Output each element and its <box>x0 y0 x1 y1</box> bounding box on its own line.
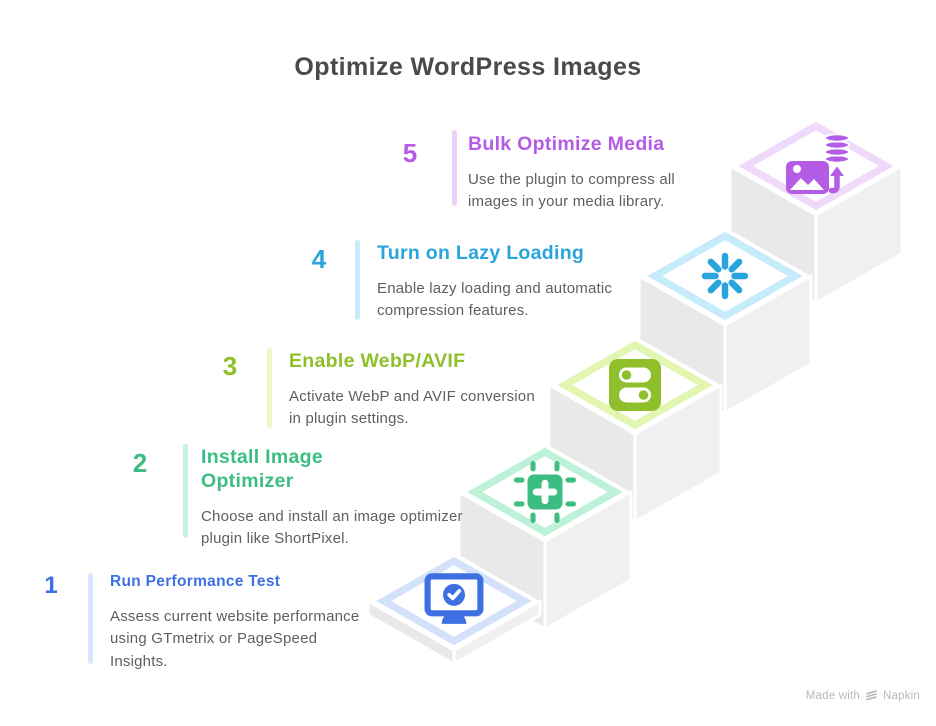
step-number: 5 <box>402 138 418 168</box>
step-platform-2 <box>457 443 633 631</box>
step-title: Enable WebP/AVIF <box>289 350 466 372</box>
watermark-text: Made with <box>805 689 860 702</box>
step-number: 3 <box>222 351 238 381</box>
step-description: Enable lazy loading and automatic compre… <box>377 279 613 320</box>
step-title: Turn on Lazy Loading <box>377 242 585 264</box>
install-plugin-icon <box>513 460 577 524</box>
step-platform-1 <box>366 552 542 666</box>
step-accent-bar <box>88 573 93 664</box>
step-title: Install Image Optimizer <box>201 446 324 492</box>
step-text: Turn on Lazy Loading Enable lazy loading… <box>377 242 639 323</box>
step-accent-bar <box>267 348 272 428</box>
step-title: Bulk Optimize Media <box>468 133 665 155</box>
step-title: Run Performance Test <box>110 573 281 590</box>
step-text: Run Performance Test Assess current webs… <box>110 573 360 673</box>
step-description: Use the plugin to compress all images in… <box>468 170 675 211</box>
step-platform-3 <box>547 336 723 524</box>
watermark: Made with Napkin <box>806 689 920 702</box>
monitor-check-icon <box>424 573 484 624</box>
image-database-upload-icon <box>786 133 850 194</box>
toggles-icon <box>609 359 661 411</box>
napkin-logo-icon <box>866 690 877 701</box>
spinner-icon <box>701 252 749 300</box>
step-accent-bar <box>452 130 457 206</box>
step-accent-bar <box>183 444 188 538</box>
step-text: Enable WebP/AVIF Activate WebP and AVIF … <box>289 350 541 431</box>
step-number: 2 <box>132 448 148 478</box>
step-description: Activate WebP and AVIF conversion in plu… <box>289 387 535 428</box>
page-title: Optimize WordPress Images <box>294 53 642 81</box>
step-number: 1 <box>44 572 58 599</box>
watermark-brand: Napkin <box>883 689 920 702</box>
step-number: 4 <box>311 244 327 274</box>
step-text: Install Image Optimizer Choose and insta… <box>201 446 473 551</box>
step-platform-5 <box>728 117 904 305</box>
step-description: Choose and install an image optimizer pl… <box>201 507 463 548</box>
step-text: Bulk Optimize Media Use the plugin to co… <box>468 133 724 214</box>
step-description: Assess current website performance using… <box>110 607 360 670</box>
step-accent-bar <box>355 240 360 320</box>
